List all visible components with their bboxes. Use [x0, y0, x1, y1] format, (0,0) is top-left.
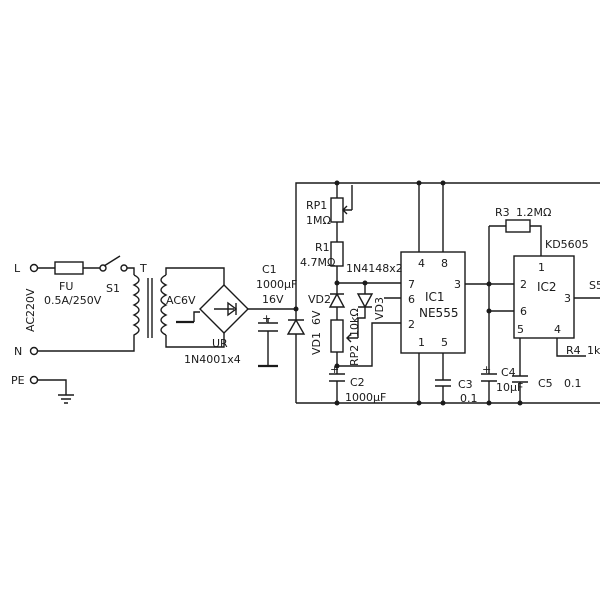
- ac-input: L N PE AC220V: [11, 262, 39, 387]
- rp2-ref: RP2: [348, 345, 361, 366]
- line-terminal: [29, 263, 39, 273]
- vd1-value: 6V: [310, 310, 323, 325]
- mains-voltage-label: AC220V: [24, 288, 37, 332]
- fuse-ref: FU: [59, 280, 73, 293]
- line-terminal-label: L: [14, 262, 21, 275]
- capacitor-c4: + C4 10μF: [481, 363, 523, 406]
- switch-ref: S1: [106, 282, 120, 295]
- ic1-pin-5: 5: [441, 336, 448, 349]
- rp1-ref: RP1: [306, 199, 327, 212]
- vd1-ref: VD1: [310, 332, 323, 355]
- fuse-rating: 0.5A/250V: [44, 294, 102, 307]
- c1-voltage: 16V: [262, 293, 284, 306]
- vd2-ref: VD2: [308, 293, 331, 306]
- diode-part: 1N4148x2: [346, 262, 403, 275]
- switch-s1: S1: [99, 255, 135, 295]
- earth-ground-symbol: [38, 379, 74, 404]
- potentiometer-rp1: RP1 1MΩ: [306, 180, 353, 227]
- ic1-ne555: 4 8 7 6 2 1 5 3 IC1 NE555: [384, 180, 466, 406]
- ic1-ic2-link: [465, 226, 514, 366]
- potentiometer-rp2: RP2 10kΩ: [330, 308, 401, 369]
- ic1-pin-3: 3: [454, 278, 461, 291]
- rp2-value: 10kΩ: [348, 308, 361, 337]
- resistor-r3: R3 1.2MΩ: [489, 206, 551, 256]
- ic2-pin-2: 2: [520, 278, 527, 291]
- ic1-pin-7: 7: [408, 278, 415, 291]
- ic1-pin-1: 1: [418, 336, 425, 349]
- transformer-t: T AC6V: [38, 262, 225, 352]
- ic1-ref: IC1: [425, 290, 445, 304]
- fuse-body: [54, 261, 84, 275]
- c4-value: 10μF: [496, 381, 523, 394]
- vd3-ref: VD3: [373, 297, 386, 320]
- neutral-terminal: [29, 346, 39, 356]
- bridge-ref: UR: [212, 337, 228, 350]
- ic1-body: [400, 251, 466, 354]
- earth-terminal-label: PE: [11, 374, 25, 387]
- ic2-pin-3: 3: [564, 292, 571, 305]
- zener-vd1: VD1 6V: [286, 306, 323, 403]
- s-partial-label: S5: [589, 279, 600, 292]
- c3-value: 0.1: [460, 392, 478, 405]
- ic2-pin-6: 6: [520, 305, 527, 318]
- ic1-part: NE555: [419, 306, 458, 320]
- diodes-vd2-vd3: 1N4148x2 VD2 VD3: [308, 262, 403, 338]
- c2-ref: C2: [350, 376, 365, 389]
- ic1-pin-8: 8: [441, 257, 448, 270]
- r4-value: 1k: [587, 344, 600, 357]
- c5-value: 0.1: [564, 377, 582, 390]
- capacitor-c2: + C2 1000μF: [329, 363, 386, 406]
- rp1-value: 1MΩ: [306, 214, 331, 227]
- ic1-pin-4: 4: [418, 257, 425, 270]
- fuse-fu: FU 0.5A/250V: [38, 261, 102, 307]
- ic2-pin-4: 4: [554, 323, 561, 336]
- resistor-r1: R1 4.7MΩ: [300, 222, 344, 283]
- c1-ref: C1: [262, 263, 277, 276]
- r4-ref: R4: [566, 344, 581, 357]
- ic1-pin-2: 2: [408, 318, 415, 331]
- c3-ref: C3: [458, 378, 473, 391]
- r1-ref: R1: [315, 241, 330, 254]
- ic2-pin-5: 5: [517, 323, 524, 336]
- svg-text:+: +: [262, 312, 271, 325]
- ic2-kd5605: KD5605 1 2 6 5 4 3 IC2 S5 R4 1k: [513, 238, 600, 366]
- svg-text:+: +: [330, 363, 339, 376]
- capacitor-c3: C3 0.1: [435, 370, 478, 406]
- r1-value: 4.7MΩ: [300, 256, 335, 269]
- r3-value: 1.2MΩ: [516, 206, 551, 219]
- ic2-body: [513, 255, 575, 339]
- ic2-part: KD5605: [545, 238, 589, 251]
- c4-ref: C4: [501, 366, 516, 379]
- capacitor-c5: C5 0.1: [512, 366, 582, 406]
- ic2-pin-1: 1: [538, 261, 545, 274]
- c2-value: 1000μF: [345, 391, 386, 404]
- ic1-pin-6: 6: [408, 293, 415, 306]
- neutral-terminal-label: N: [14, 345, 22, 358]
- bridge-rectifier-ur: UR 1N4001x4: [176, 284, 272, 366]
- earth-terminal: [29, 375, 39, 385]
- secondary-voltage: AC6V: [166, 294, 196, 307]
- svg-text:+: +: [482, 363, 491, 376]
- r3-ref: R3: [495, 206, 510, 219]
- positive-rail: [295, 182, 600, 309]
- capacitor-c1: + C1 1000μF 16V: [256, 263, 297, 368]
- bridge-part: 1N4001x4: [184, 353, 241, 366]
- c5-ref: C5: [538, 377, 553, 390]
- transformer-ref: T: [139, 262, 147, 275]
- c1-value: 1000μF: [256, 278, 297, 291]
- ic2-ref: IC2: [537, 280, 557, 294]
